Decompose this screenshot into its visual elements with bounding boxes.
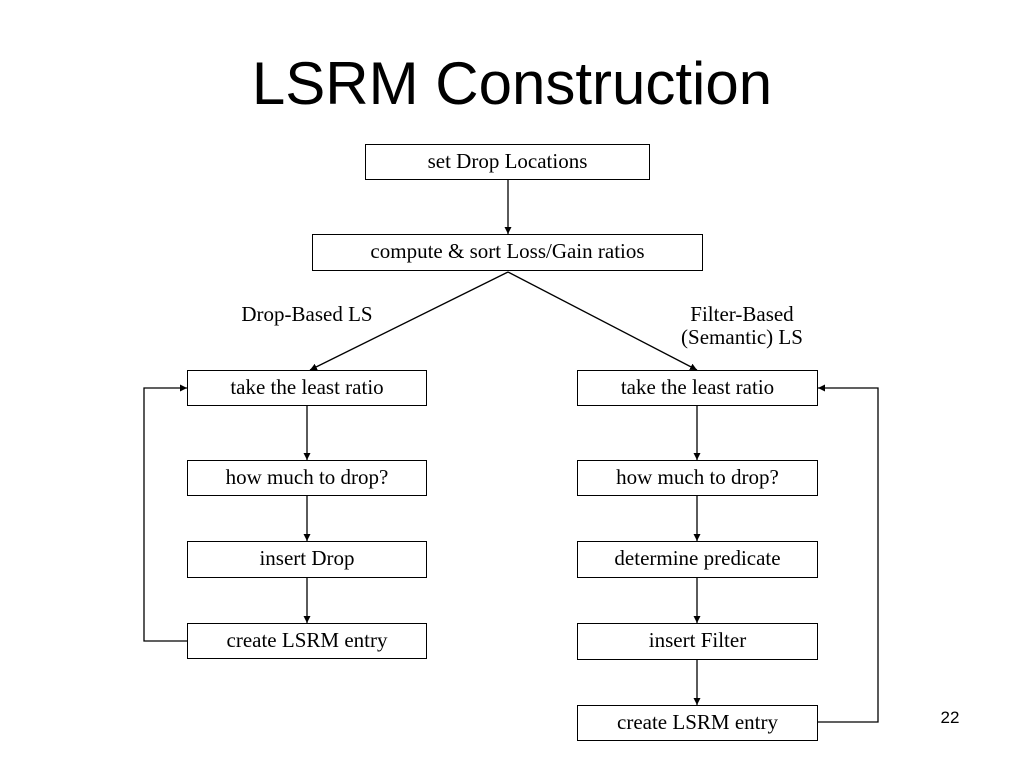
label-filter-based-line1: Filter-Based xyxy=(690,302,794,326)
page-number: 22 xyxy=(940,708,960,727)
node-right-how-much-to-drop: how much to drop? xyxy=(577,460,818,496)
arrow-compute-to-left-branch xyxy=(309,271,509,371)
node-left-take-least-ratio: take the least ratio xyxy=(187,370,427,406)
loop-left xyxy=(143,384,187,642)
node-right-insert-filter: insert Filter xyxy=(577,623,818,660)
node-compute-sort-ratios: compute & sort Loss/Gain ratios xyxy=(312,234,703,271)
node-right-determine-predicate: determine predicate xyxy=(577,541,818,578)
label-filter-based-line2: (Semantic) LS xyxy=(681,325,803,349)
node-left-create-lsrm-entry: create LSRM entry xyxy=(187,623,427,659)
node-set-drop-locations: set Drop Locations xyxy=(365,144,650,180)
arrow-compute-to-right-branch xyxy=(507,271,698,371)
slide-title: LSRM Construction xyxy=(251,50,773,117)
label-drop-based-ls: Drop-Based LS xyxy=(241,302,373,326)
node-right-take-least-ratio: take the least ratio xyxy=(577,370,818,406)
node-left-insert-drop: insert Drop xyxy=(187,541,427,578)
node-left-how-much-to-drop: how much to drop? xyxy=(187,460,427,496)
loop-right xyxy=(818,384,879,723)
node-right-create-lsrm-entry: create LSRM entry xyxy=(577,705,818,741)
